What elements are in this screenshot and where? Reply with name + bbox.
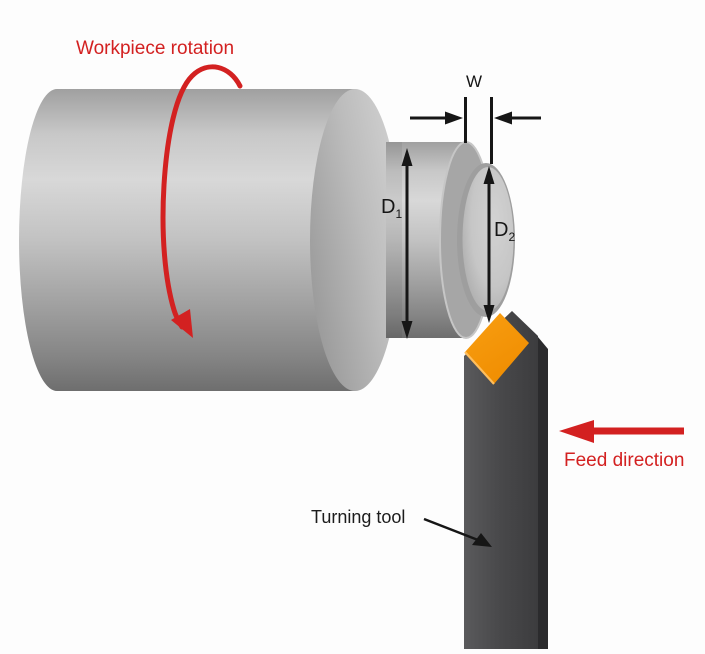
cutting-insert — [465, 313, 529, 384]
large-cylinder-body — [19, 89, 355, 391]
red-annotations — [160, 64, 684, 443]
d1-base: D — [381, 196, 396, 218]
cutting-insert-edge-highlight — [464, 351, 495, 385]
d2-arrowhead-bottom — [483, 305, 495, 323]
d2-diameter-label: D2 — [494, 219, 515, 243]
feed-direction-label: Feed direction — [564, 450, 685, 471]
turning-tool — [464, 311, 548, 649]
turning-tool-pointer-head — [472, 533, 492, 547]
large-cylinder-face — [310, 89, 400, 391]
turning-tool-side-face — [538, 337, 548, 649]
d2-arrowhead-top — [483, 166, 495, 184]
step-cylinder-shadow-band — [386, 142, 402, 338]
d1-arrowhead-top — [401, 148, 413, 166]
turning-tool-label: Turning tool — [311, 507, 406, 527]
w-arrow-left-head — [445, 111, 463, 125]
d2-subscript: 2 — [508, 230, 516, 244]
cut-width-letter: W — [466, 72, 483, 91]
turning-tool-pointer-line — [423, 517, 479, 542]
cut-width-label: W — [466, 73, 482, 90]
rotation-arrow-arc — [160, 64, 243, 330]
w-arrow-right-head — [494, 111, 512, 125]
dimension-annotations — [401, 97, 541, 547]
d2-base: D — [494, 219, 509, 241]
workpiece — [19, 89, 515, 391]
d1-diameter-label: D1 — [381, 196, 402, 220]
d1-subscript: 1 — [395, 207, 403, 221]
turning-tool-shank — [464, 311, 538, 649]
d1-arrowhead-bottom — [401, 321, 413, 339]
feed-arrow-head — [559, 420, 594, 443]
rotation-arrow-head — [171, 309, 193, 338]
workpiece-rotation-label: Workpiece rotation — [76, 38, 235, 59]
